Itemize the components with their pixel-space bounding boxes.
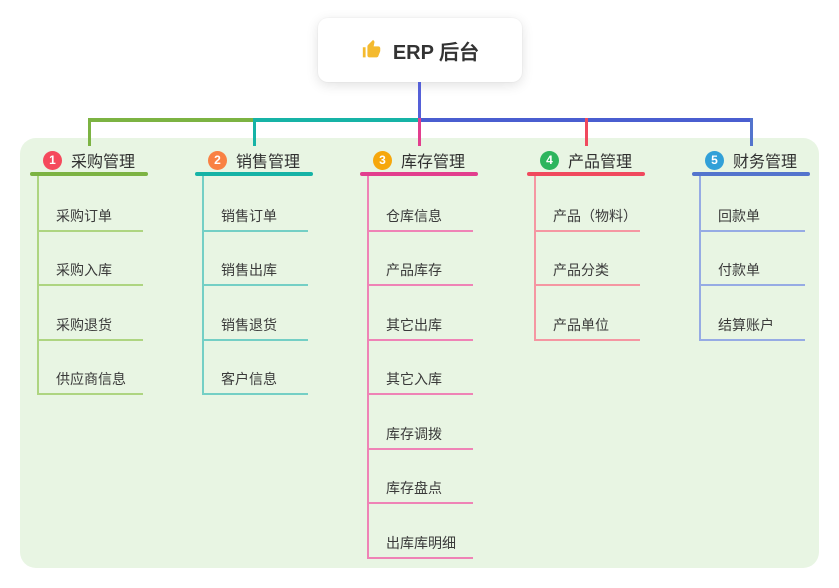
branch-header-3[interactable]: 3 库存管理 [360, 147, 478, 173]
child-node[interactable]: 产品库存 [386, 262, 442, 278]
child-node-underline [367, 447, 473, 450]
branch-label-3: 库存管理 [401, 154, 466, 171]
branch-child-trunk-3 [367, 176, 369, 559]
child-node-underline [202, 393, 308, 395]
branch-badge-1: 1 [43, 150, 62, 170]
child-node-underline [202, 229, 308, 232]
child-node-underline [367, 284, 473, 286]
branch-label-2: 销售管理 [236, 154, 301, 171]
child-node-underline [367, 556, 473, 559]
child-node[interactable]: 产品分类 [553, 262, 609, 278]
child-node-underline [699, 284, 805, 286]
branch-label-5: 财务管理 [733, 154, 798, 171]
connector-drop-branch-3 [417, 118, 421, 146]
child-node-underline [699, 229, 805, 232]
branch-label-1: 采购管理 [71, 154, 136, 171]
child-node-underline [367, 502, 473, 504]
child-node-underline [367, 229, 473, 232]
child-node[interactable]: 仓库信息 [386, 207, 442, 224]
branch-badge-2: 2 [208, 150, 227, 170]
connector-drop-branch-5 [749, 118, 753, 146]
child-node-underline [367, 393, 473, 395]
child-node[interactable]: 结算账户 [718, 316, 774, 333]
child-node-underline [37, 284, 143, 286]
connector-root-vertical [417, 82, 421, 122]
child-node[interactable]: 回款单 [718, 207, 760, 224]
connector-drop-branch-1 [87, 118, 91, 146]
connector-drop-branch-4 [584, 118, 588, 146]
child-node-underline [37, 338, 143, 341]
child-node[interactable]: 库存调拨 [386, 425, 442, 442]
child-node[interactable]: 销售订单 [221, 207, 277, 224]
connector-drop-branch-2 [252, 118, 256, 146]
child-node[interactable]: 采购入库 [56, 262, 112, 278]
thumbs-up-icon [362, 39, 381, 58]
connector-trunk-left [87, 118, 256, 122]
child-node-underline [202, 284, 308, 286]
child-node[interactable]: 产品（物料） [553, 207, 637, 224]
branch-underline-5 [692, 172, 810, 176]
child-node[interactable]: 付款单 [718, 262, 760, 278]
child-node[interactable]: 其它出库 [386, 316, 442, 333]
child-node-underline [202, 338, 308, 341]
branch-underline-3 [360, 172, 478, 176]
child-node-underline [699, 338, 805, 341]
branch-child-trunk-5 [699, 176, 701, 341]
branch-badge-4: 4 [540, 150, 559, 170]
branch-header-2[interactable]: 2 销售管理 [195, 147, 313, 173]
child-node[interactable]: 供应商信息 [56, 371, 126, 387]
child-node[interactable]: 采购退货 [56, 316, 112, 333]
branch-header-5[interactable]: 5 财务管理 [692, 147, 810, 173]
root-node-label: ERP 后台 [392, 41, 480, 64]
child-node[interactable]: 产品单位 [553, 316, 609, 333]
child-node[interactable]: 销售出库 [221, 262, 277, 278]
child-node[interactable]: 库存盘点 [386, 480, 442, 496]
branch-underline-1 [30, 172, 148, 176]
child-node-underline [37, 393, 143, 395]
branch-header-4[interactable]: 4 产品管理 [527, 147, 645, 173]
branch-underline-2 [195, 172, 313, 176]
root-node-erp[interactable]: ERP 后台 [318, 18, 522, 82]
connector-trunk-mid [252, 118, 421, 122]
child-node-underline [37, 229, 143, 232]
child-node[interactable]: 其它入库 [386, 371, 442, 387]
branch-header-1[interactable]: 1 采购管理 [30, 147, 148, 173]
child-node-underline [534, 229, 640, 232]
branch-child-trunk-4 [534, 176, 536, 341]
child-node-underline [367, 338, 473, 341]
child-node[interactable]: 出库库明细 [386, 534, 456, 551]
child-node[interactable]: 销售退货 [221, 316, 277, 333]
child-node-underline [534, 284, 640, 286]
child-node-underline [534, 338, 640, 341]
mindmap-panel [20, 138, 819, 568]
branch-badge-5: 5 [705, 150, 724, 170]
branch-underline-4 [527, 172, 645, 176]
branch-badge-3: 3 [373, 150, 392, 170]
child-node[interactable]: 客户信息 [221, 371, 277, 387]
branch-label-4: 产品管理 [568, 154, 633, 171]
child-node[interactable]: 采购订单 [56, 207, 112, 224]
